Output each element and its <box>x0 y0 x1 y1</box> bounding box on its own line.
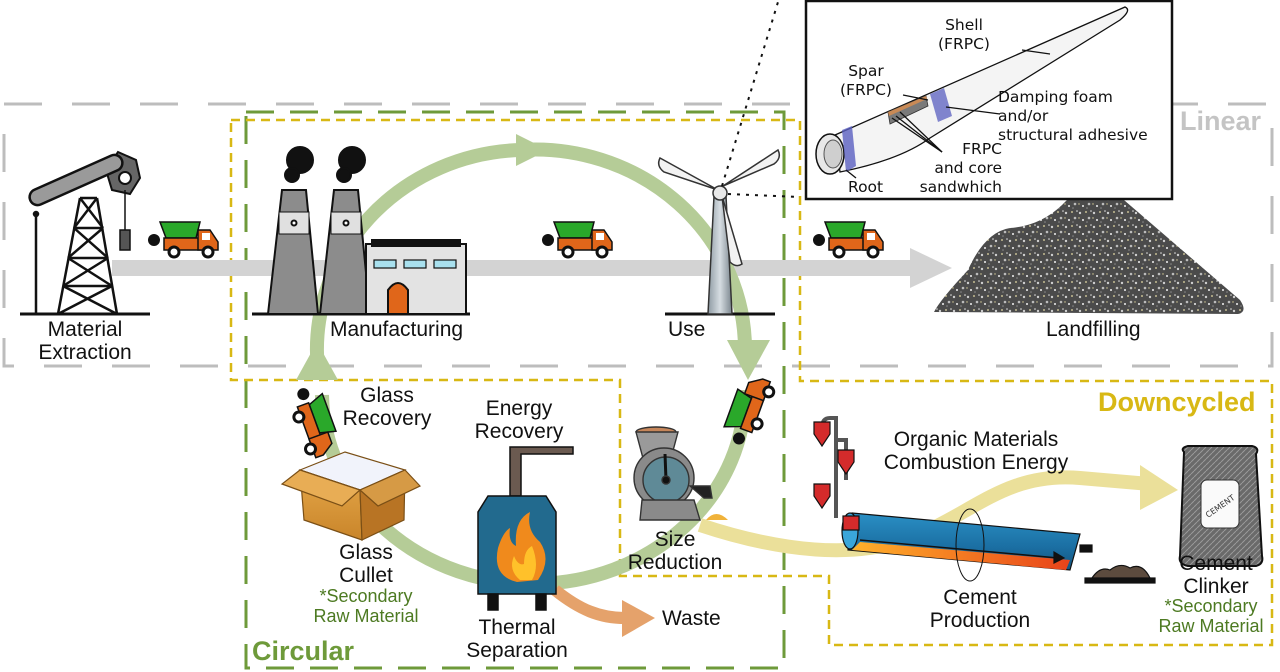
material-extraction-label: Material Extraction <box>38 318 132 364</box>
cycle-arrowhead-left <box>296 342 338 380</box>
waste-label: Waste <box>662 607 721 630</box>
blade-inset-panel <box>804 0 1174 201</box>
glass-cullet-box-icon <box>280 451 421 541</box>
linear-flow-arrow <box>112 248 952 288</box>
pump-jack-icon <box>20 150 150 316</box>
landfilling-label: Landfilling <box>1046 318 1141 341</box>
inset-spar-label: Spar (FRPC) <box>840 62 892 99</box>
downcycle-arrowhead <box>1140 465 1178 510</box>
glass-cullet-label: Glass Cullet <box>339 541 393 587</box>
circular-region-border <box>244 110 786 670</box>
manufacturing-label: Manufacturing <box>330 318 464 341</box>
wind-turbine-icon <box>657 148 781 316</box>
landfill-pile-icon <box>934 182 1244 314</box>
inset-root-label: Root <box>848 178 884 196</box>
inset-shell-label: Shell (FRPC) <box>938 16 990 53</box>
linear-region-border <box>2 102 1274 368</box>
cement-clinker-label: Cement Clinker <box>1179 552 1253 598</box>
size-reduction-label: Size Reduction <box>627 528 723 574</box>
clinker-secondary-raw-material-note: *Secondary Raw Material <box>1158 596 1264 636</box>
dump-truck-icon-5 <box>723 378 776 445</box>
downcycled-region-label: Downcycled <box>1098 387 1256 417</box>
inset-leader-line <box>727 193 801 198</box>
waste-arrowhead <box>622 600 655 637</box>
circular-region-label: Circular <box>252 636 355 666</box>
waste-flow-arrow <box>551 585 626 624</box>
dump-truck-icon-1 <box>148 221 219 259</box>
cement-kiln-icon <box>813 416 1156 584</box>
factory-icon <box>252 146 470 316</box>
furnace-stove-icon <box>477 446 574 611</box>
inset-frpc-core-label: FRPC and core sandwhich <box>919 140 1002 196</box>
glass-secondary-raw-material-note: *Secondary Raw Material <box>313 586 419 626</box>
thermal-separation-label: Thermal Separation <box>466 616 568 662</box>
linear-region-label: Linear <box>1180 106 1262 136</box>
organic-combustion-energy-label: Organic Materials Combustion Energy <box>883 428 1069 474</box>
cement-production-label: Cement Production <box>929 586 1031 632</box>
dump-truck-icon-4 <box>292 388 338 459</box>
dump-truck-icon-3 <box>813 221 884 259</box>
glass-recovery-label: Glass Recovery <box>342 384 432 430</box>
cycle-arrowhead-top <box>516 134 548 166</box>
dump-truck-icon-2 <box>542 221 613 259</box>
cycle-arrowhead-right <box>727 340 770 380</box>
energy-recovery-label: Energy Recovery <box>474 397 564 443</box>
use-label: Use <box>668 318 706 341</box>
grinder-mill-icon <box>633 426 728 521</box>
inset-damping-label: Damping foam and/or structural adhesive <box>998 88 1148 144</box>
downcycled-region-border <box>229 118 1274 647</box>
cement-bag-icon: CEMENT <box>1178 445 1264 567</box>
